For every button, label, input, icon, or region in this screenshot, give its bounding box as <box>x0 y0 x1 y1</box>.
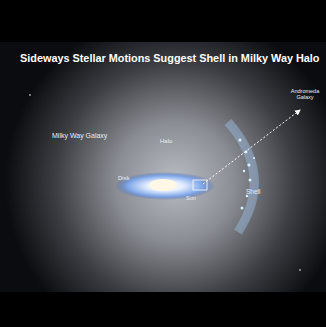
shell-stars <box>238 138 255 209</box>
galaxy-disk <box>115 172 215 200</box>
region-label: Shell <box>246 188 260 195</box>
galaxy-bulge <box>149 179 177 191</box>
galaxy-label: Andromeda Galaxy <box>288 88 322 100</box>
shell-arc <box>228 122 254 232</box>
star-label: Sun <box>186 195 196 201</box>
sun-box <box>193 180 207 190</box>
region-label: Milky Way Galaxy <box>52 132 107 139</box>
region-label: Halo <box>160 138 172 144</box>
halo-glow <box>0 42 326 292</box>
title: Sideways Stellar Motions Suggest Shell i… <box>20 52 320 64</box>
region-label: Disk <box>118 175 130 181</box>
sightline-arrow <box>203 110 300 184</box>
